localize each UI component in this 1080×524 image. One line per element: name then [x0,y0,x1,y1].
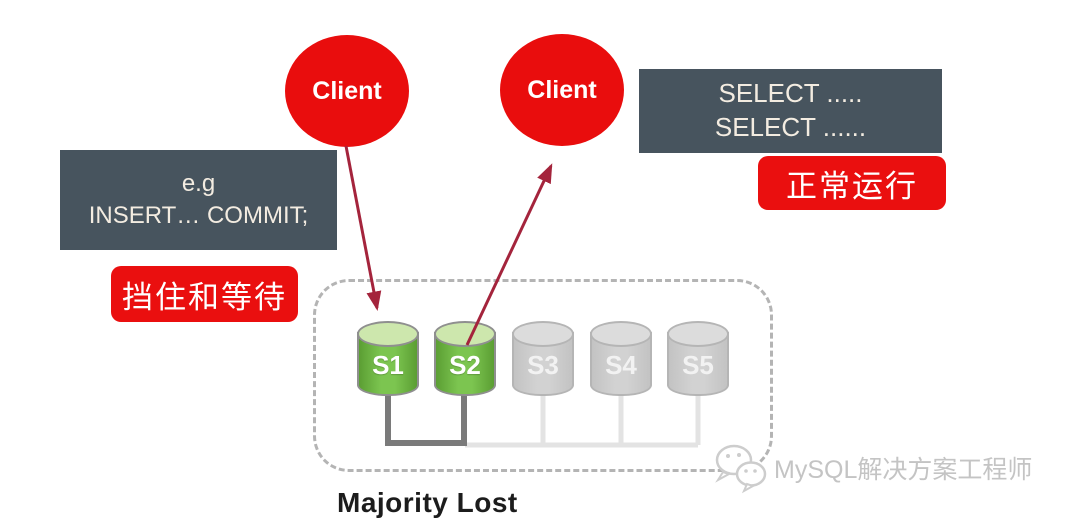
cylinder-top [512,321,574,347]
server-label: S3 [527,349,559,380]
cylinder-top [434,321,496,347]
select-query-line2: SELECT ...... [714,112,867,142]
server-node-s1: S1 [357,321,419,396]
cluster-caption: Majority Lost [337,487,518,518]
server-label: S1 [372,349,404,380]
watermark-text: MySQL解决方案工程师 [774,456,1033,484]
cylinder-top [667,321,729,347]
select-query-line1: SELECT ..... [718,78,863,109]
status-badge-blocked: 挡住和等待 [111,266,298,322]
watermark: MySQL解决方案工程师 [714,442,1032,494]
insert-query-line2: INSERT… COMMIT; [88,202,309,229]
client-node-2: Client [500,34,624,146]
insert-query-line1: e.g [181,169,216,197]
server-node-s3: S3 [512,321,574,396]
server-label: S2 [449,349,481,380]
wechat-icon [715,444,767,494]
server-node-s2: S2 [434,321,496,396]
client-node-1: Client [285,35,409,147]
cylinder-top [357,321,419,347]
select-query-panel: SELECT ..... SELECT ...... [639,69,942,153]
server-label: S4 [605,349,637,380]
cylinder-top [590,321,652,347]
server-node-s4: S4 [590,321,652,396]
insert-query-panel: e.g INSERT… COMMIT; [60,150,337,250]
status-badge-normal: 正常运行 [758,156,946,210]
server-label: S5 [682,349,714,380]
server-node-s5: S5 [667,321,729,396]
